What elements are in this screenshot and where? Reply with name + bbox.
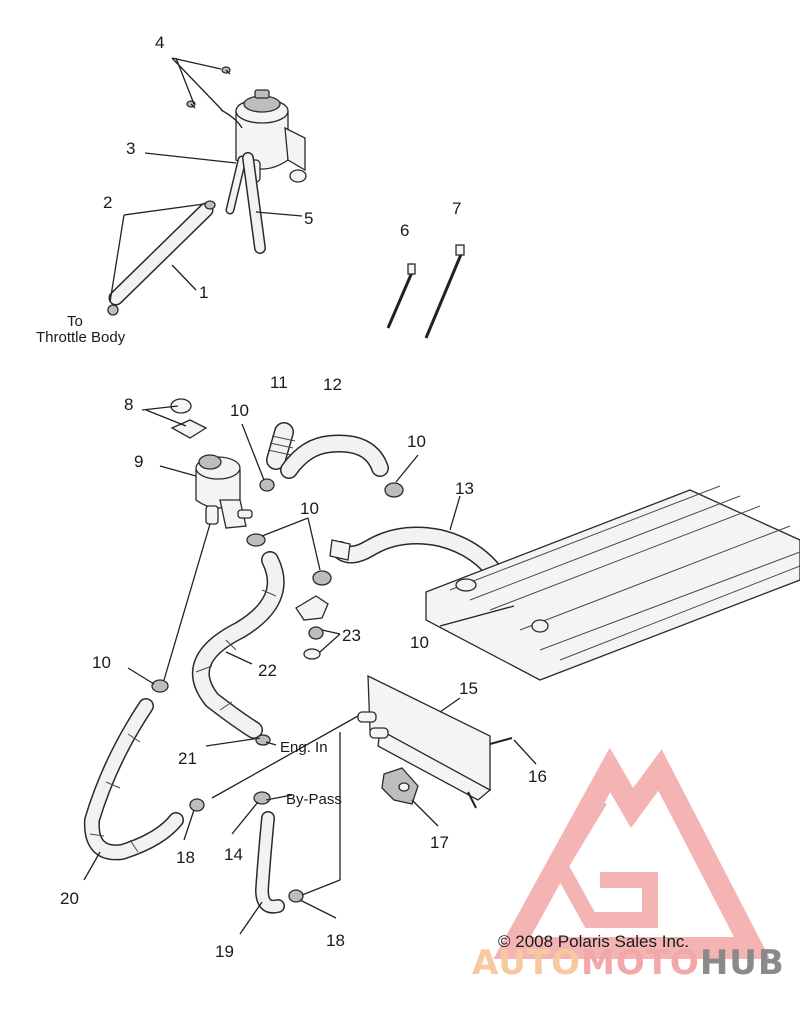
callout-13: 13: [455, 479, 474, 498]
clamp-10-f: [151, 679, 169, 693]
callout-1: 1: [199, 283, 208, 302]
hose-part-3: [225, 155, 247, 215]
watermark-moto: MOTO: [581, 943, 700, 983]
clamp-21: [255, 734, 271, 746]
reservoir-part-9: [195, 454, 253, 529]
bolt-part-4a: [221, 66, 231, 75]
callout-2: 2: [103, 193, 112, 212]
clamp-18-a: [189, 798, 205, 812]
callout-10-d: 10: [410, 633, 429, 652]
clamp-18-b: [288, 889, 304, 903]
callout-6: 6: [400, 221, 409, 240]
callout-18-b: 18: [326, 931, 345, 950]
callout-11: 11: [270, 373, 288, 392]
watermark-logo: [493, 747, 771, 959]
label-to: To: [67, 313, 83, 330]
callout-10-a: 10: [230, 401, 249, 420]
thermostat-part-23: [295, 595, 329, 660]
hose-part-22: [191, 551, 285, 739]
callout-19: 19: [215, 942, 234, 961]
hose-part-12: [280, 434, 389, 479]
breather-canister: [220, 89, 307, 183]
screw-part-16: [467, 737, 513, 809]
strap-part-6: [386, 263, 416, 329]
callout-12: 12: [323, 375, 342, 394]
label-by-pass: By-Pass: [286, 791, 342, 808]
cap-part-8: [170, 398, 208, 439]
callout-16: 16: [528, 767, 547, 786]
label-throttle-body: Throttle Body: [36, 329, 126, 346]
strap-part-7: [424, 244, 465, 339]
clamp-10-b: [384, 482, 404, 498]
clamp-14: [253, 791, 271, 805]
hose-part-13: [329, 526, 509, 589]
text-labels: To Throttle Body Eng. In By-Pass: [36, 313, 342, 808]
hose-part-20: [83, 698, 184, 861]
callout-10-c: 10: [300, 499, 319, 518]
callout-14: 14: [224, 845, 243, 864]
callout-8: 8: [124, 395, 133, 414]
callout-3: 3: [126, 139, 135, 158]
clamp-10-d: [312, 570, 332, 586]
watermark-auto: AUTO: [472, 943, 581, 983]
heat-exchanger-panel: [425, 485, 800, 681]
label-eng-in: Eng. In: [280, 739, 328, 756]
callout-7: 7: [452, 199, 461, 218]
clamp-10-c: [246, 533, 266, 547]
hose-part-11: [266, 422, 296, 470]
callout-20: 20: [60, 889, 79, 908]
leader-lines-top: [109, 57, 303, 303]
callout-22: 22: [258, 661, 277, 680]
callout-17: 17: [430, 833, 449, 852]
callout-10-e: 10: [92, 653, 111, 672]
callout-9: 9: [134, 452, 143, 471]
isolator-part-17: [381, 767, 419, 805]
leader-lines-lower: [83, 405, 537, 935]
callout-10-b: 10: [407, 432, 426, 451]
callout-21: 21: [178, 749, 197, 768]
breather-assembly: [107, 66, 465, 339]
callout-4: 4: [155, 33, 164, 52]
bracket-part-15: [357, 674, 492, 801]
callout-18-a: 18: [176, 848, 195, 867]
callout-15: 15: [459, 679, 478, 698]
watermark-g-icon: [550, 795, 658, 928]
callout-5: 5: [304, 209, 313, 228]
watermark-text: AUTOMOTOHUB: [472, 943, 785, 983]
clamp-10-a: [259, 478, 275, 492]
hose-part-1: [107, 200, 216, 316]
callout-numbers: 4 3 2 5 1 6 7 11 12 8 10 10 9 13 10 23 1…: [60, 33, 547, 961]
watermark-hub: HUB: [700, 943, 785, 983]
callout-23: 23: [342, 626, 361, 645]
hose-part-19: [255, 811, 285, 914]
hose-part-5: [242, 152, 266, 254]
copyright-text: © 2008 Polaris Sales Inc.: [498, 932, 689, 951]
